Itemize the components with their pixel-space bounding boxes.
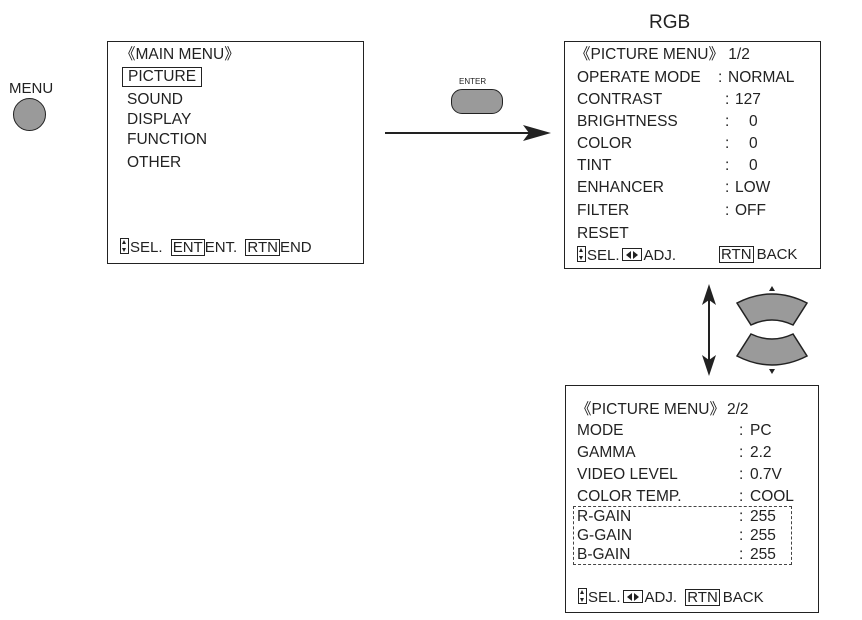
row-sep: : — [739, 488, 744, 505]
up-down-icon — [578, 588, 587, 604]
row-label: OPERATE MODE — [577, 69, 701, 86]
row-sep: : — [739, 444, 744, 461]
arrow-main-to-picture — [385, 125, 551, 141]
main-menu-item-sound[interactable]: SOUND — [127, 91, 183, 108]
row-label: B-GAIN — [577, 546, 631, 563]
footer-adj-label: ADJ. — [643, 247, 677, 264]
picture-menu-title-text: 《PICTURE MENU》 — [576, 401, 725, 418]
row-sep: : — [725, 157, 730, 174]
row-sep: : — [739, 466, 744, 483]
row-sep: : — [739, 422, 744, 439]
row-label: COLOR — [577, 135, 633, 152]
row-label: GAMMA — [577, 444, 636, 461]
row-label: VIDEO LEVEL — [577, 466, 678, 483]
row-sep: : — [725, 135, 730, 152]
row-label: R-GAIN — [577, 508, 632, 525]
up-down-icon — [120, 238, 129, 254]
footer-adj-label: ADJ. — [644, 589, 678, 606]
ent-key-icon: ENT — [170, 239, 205, 256]
menu-button[interactable] — [13, 98, 46, 131]
row-sep: : — [725, 202, 730, 219]
row-value: LOW — [735, 179, 771, 196]
footer-sel-label: SEL. — [588, 589, 621, 606]
picture-menu-page2: 《PICTURE MENU》2/2 MODE : PC GAMMA : 2.2 … — [565, 385, 819, 613]
row-label: ENHANCER — [577, 179, 664, 196]
row-sep: : — [739, 546, 744, 563]
picture-menu-page: 1/2 — [728, 46, 750, 63]
footer-end-label: END — [279, 239, 312, 256]
enter-button[interactable] — [451, 89, 503, 114]
rgb-label: RGB — [649, 12, 691, 33]
row-value: 0.7V — [750, 466, 782, 483]
row-sep: : — [725, 113, 730, 130]
row-value: COOL — [750, 488, 794, 505]
left-right-icon — [621, 248, 642, 261]
left-right-icon — [622, 590, 643, 603]
row-sep: : — [725, 179, 730, 196]
up-key-button[interactable] — [733, 283, 811, 327]
row-sep: : — [739, 508, 744, 525]
down-key-button[interactable] — [733, 330, 811, 376]
row-sep: : — [739, 527, 744, 544]
row-value: 0 — [749, 157, 758, 174]
main-menu-title: 《MAIN MENU》 — [120, 46, 240, 63]
row-label: FILTER — [577, 202, 630, 219]
row-value: NORMAL — [728, 69, 795, 86]
gain-group-outline — [573, 506, 792, 565]
footer-sel-label: SEL. — [587, 247, 620, 264]
row-value: PC — [750, 422, 772, 439]
rtn-key-icon: RTN — [245, 239, 280, 256]
page-switch-arrow — [702, 284, 716, 376]
row-value: 255 — [750, 508, 776, 525]
main-menu-item-other[interactable]: OTHER — [127, 154, 182, 171]
row-value: 255 — [750, 527, 776, 544]
row-sep: : — [725, 91, 730, 108]
picture-menu-page1: 《PICTURE MENU》 1/2 OPERATE MODE : NORMAL… — [564, 41, 821, 269]
row-sep: : — [718, 69, 723, 86]
row-label: MODE — [577, 422, 624, 439]
main-menu-panel: 《MAIN MENU》 PICTURE SOUND DISPLAY FUNCTI… — [107, 41, 364, 264]
row-label: G-GAIN — [577, 527, 633, 544]
footer-sel-label: SEL. — [130, 239, 163, 256]
row-value: 127 — [735, 91, 761, 108]
picture1-footer: SEL. ADJ. — [577, 246, 676, 265]
row-label: TINT — [577, 157, 612, 174]
footer-ent-label: ENT. — [204, 239, 238, 256]
main-menu-item-display[interactable]: DISPLAY — [127, 111, 192, 128]
row-value: OFF — [735, 202, 766, 219]
main-menu-item-picture[interactable]: PICTURE — [122, 67, 203, 87]
footer-back-label: BACK — [722, 589, 764, 606]
row-label: BRIGHTNESS — [577, 113, 678, 130]
row-value: 0 — [749, 113, 758, 130]
picture-menu-title: 《PICTURE MENU》 1/2 — [575, 46, 750, 64]
picture1-row-reset[interactable]: RESET — [577, 225, 629, 242]
menu-button-label: MENU — [9, 80, 54, 97]
enter-button-label: ENTER — [459, 77, 487, 86]
rtn-key-icon: RTN — [719, 246, 754, 263]
row-value: 2.2 — [750, 444, 772, 461]
up-down-icon — [577, 246, 586, 262]
rtn-key-icon: RTN — [685, 589, 720, 606]
main-menu-item-function[interactable]: FUNCTION — [127, 131, 208, 148]
row-value: 255 — [750, 546, 776, 563]
picture-menu-title: 《PICTURE MENU》2/2 — [576, 401, 749, 419]
picture-menu-title-text: 《PICTURE MENU》 — [575, 46, 724, 63]
row-label: CONTRAST — [577, 91, 663, 108]
row-value: 0 — [749, 135, 758, 152]
footer-back-label: BACK — [756, 246, 798, 263]
row-label: COLOR TEMP. — [577, 488, 682, 505]
picture-menu-page: 2/2 — [726, 401, 749, 418]
